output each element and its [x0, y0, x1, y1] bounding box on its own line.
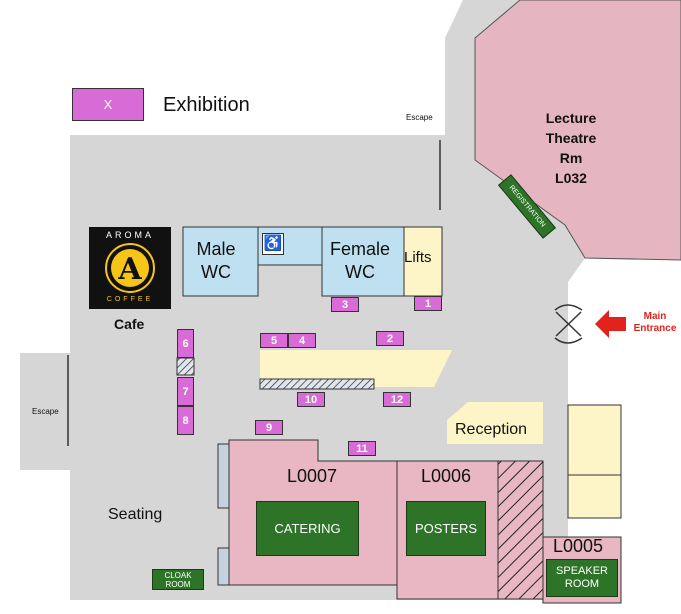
- posters-room[interactable]: POSTERS: [406, 501, 486, 556]
- legend-label: Exhibition: [163, 94, 250, 116]
- logo-bottom-text: COFFEE: [106, 296, 154, 303]
- counter-railing: [259, 378, 375, 390]
- legend-exhibit-swatch: X: [72, 88, 144, 121]
- exhibit-stand-1[interactable]: 1: [414, 296, 442, 311]
- exhibit-stand-3[interactable]: 3: [331, 297, 359, 312]
- aisle-marker: [176, 357, 195, 376]
- exhibit-stand-5[interactable]: 5: [260, 333, 288, 348]
- escape-label-top: Escape: [406, 113, 433, 122]
- hatched-corridor: [497, 460, 544, 600]
- exhibit-stand-8[interactable]: 8: [177, 406, 194, 435]
- room-l0006-label: L0006: [421, 466, 472, 486]
- reception-label: Reception: [455, 421, 528, 438]
- lifts-label: Lifts: [404, 249, 432, 266]
- exhibit-stand-9[interactable]: 9: [255, 420, 283, 435]
- l0007-wall-panel-2: [217, 547, 230, 586]
- escape-label-left: Escape: [32, 407, 59, 416]
- cafe-label: Cafe: [114, 316, 145, 332]
- lecture-theatre-label: Lecture Theatre Rm L032: [545, 110, 597, 186]
- door-icon: [554, 304, 583, 344]
- logo-top-text: AROMA: [105, 230, 154, 240]
- catering-room[interactable]: CATERING: [256, 501, 359, 556]
- room-l0005-label: L0005: [553, 536, 604, 556]
- exhibit-stand-7[interactable]: 7: [177, 377, 194, 406]
- side-room-lower: [567, 474, 622, 519]
- exhibit-stand-10[interactable]: 10: [297, 392, 325, 407]
- exhibit-stand-2[interactable]: 2: [376, 331, 404, 346]
- reception-desk: [447, 402, 543, 444]
- exhibit-stand-11[interactable]: 11: [348, 441, 376, 456]
- exhibit-stand-12[interactable]: 12: [383, 392, 411, 407]
- wheelchair-icon: ♿: [262, 233, 284, 255]
- central-counter: [260, 350, 452, 387]
- svg-text:A: A: [117, 252, 142, 287]
- aroma-coffee-logo: A AROMA COFFEE: [89, 227, 171, 309]
- room-l0007-label: L0007: [287, 466, 338, 486]
- female-wc-block: [321, 226, 405, 297]
- exhibit-stand-4[interactable]: 4: [288, 333, 316, 348]
- side-room-upper: [567, 404, 622, 476]
- l0007-wall-panel-1: [217, 443, 230, 509]
- exhibit-stand-6[interactable]: 6: [177, 329, 194, 358]
- seating-label: Seating: [108, 506, 163, 523]
- main-entrance-arrow-icon: [595, 310, 626, 338]
